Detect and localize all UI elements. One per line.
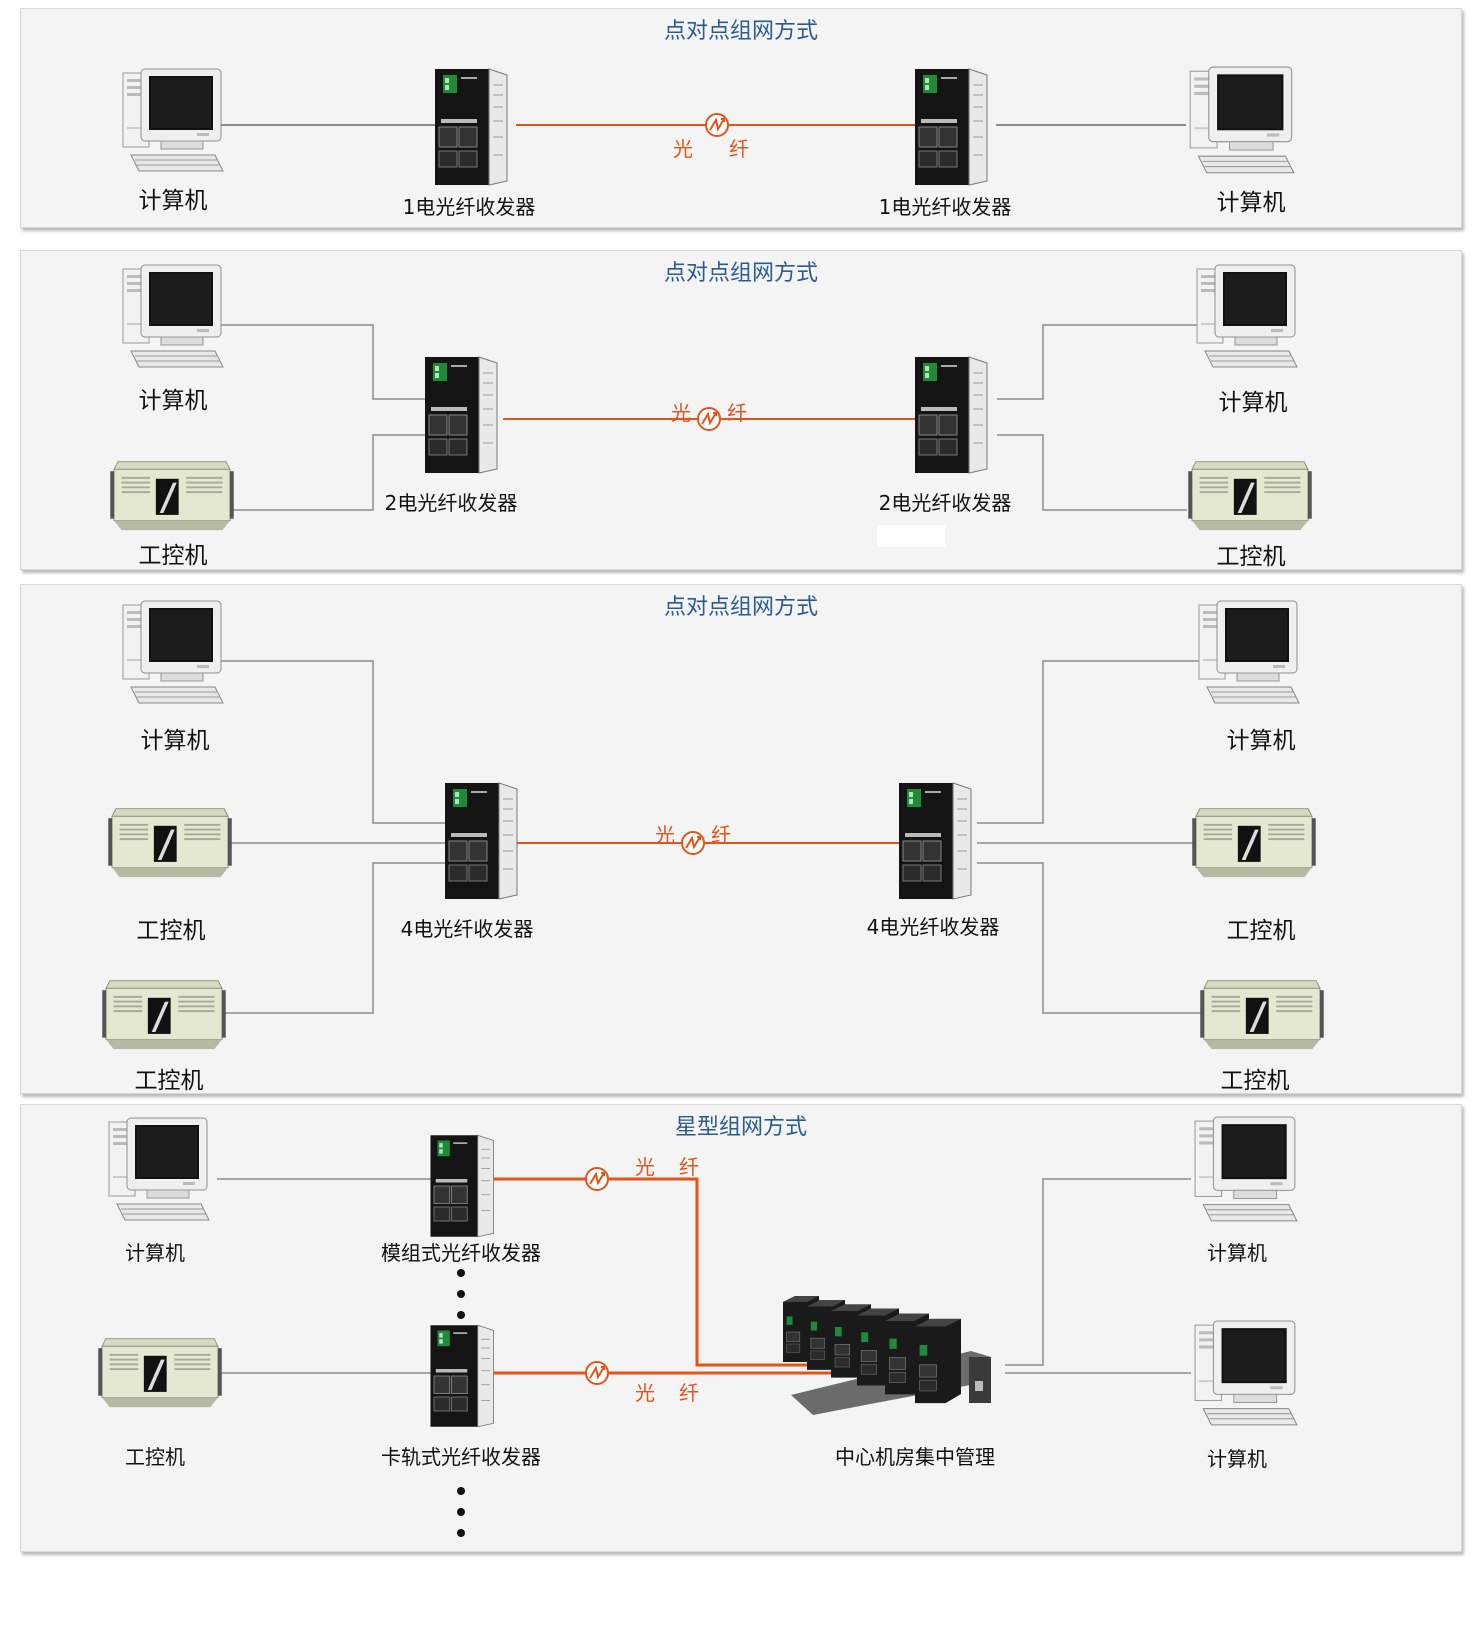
computer-icon xyxy=(119,599,229,709)
module-transceiver-label: 模组式光纤收发器 xyxy=(381,1241,541,1265)
panel-title: 星型组网方式 xyxy=(674,1115,807,1140)
fiber-label-left: 光 xyxy=(671,401,691,425)
right-pc-1-label: 计算机 xyxy=(1207,1241,1267,1265)
rack-chassis-icon xyxy=(783,1295,991,1415)
fiber-symbol-icon xyxy=(695,405,723,433)
computer-icon xyxy=(1193,263,1303,373)
left-ipc-label: 工控机 xyxy=(138,543,208,569)
left-transceiver-label: 1电光纤收发器 xyxy=(402,195,536,219)
left-pc-label: 计算机 xyxy=(138,388,208,414)
fiber-label-top-left: 光 xyxy=(635,1155,655,1179)
right-transceiver-label: 4电光纤收发器 xyxy=(866,915,1000,939)
computer-icon xyxy=(1183,65,1303,179)
left-transceiver-label: 2电光纤收发器 xyxy=(384,491,518,515)
industrial-pc-icon xyxy=(109,456,235,532)
fiber-transceiver-icon xyxy=(427,1133,497,1239)
fiber-transceiver-icon xyxy=(421,355,501,475)
industrial-pc-icon xyxy=(1187,456,1313,532)
computer-icon xyxy=(119,67,229,177)
blank-patch xyxy=(877,525,945,547)
fiber-label-right: 纤 xyxy=(727,401,747,425)
fiber-transceiver-icon xyxy=(431,67,511,187)
computer-icon xyxy=(119,263,229,373)
industrial-pc-icon xyxy=(107,803,233,879)
fiber-symbol-icon xyxy=(583,1165,611,1193)
industrial-pc-icon xyxy=(1191,803,1317,879)
fiber-symbol-icon xyxy=(583,1359,611,1387)
left-ipc-label: 工控机 xyxy=(125,1445,185,1469)
right-ipc-1-label: 工控机 xyxy=(1226,918,1296,944)
right-pc-2-label: 计算机 xyxy=(1207,1447,1267,1471)
panel-point-to-point-1: 点对点组网方式 计算机 1电光纤收发器 光 纤 1电光纤收发器 计算机 xyxy=(20,8,1462,228)
fiber-symbol-icon xyxy=(703,111,731,139)
computer-icon xyxy=(1189,1115,1305,1227)
computer-icon xyxy=(105,1115,215,1227)
right-pc-label: 计算机 xyxy=(1218,390,1288,416)
panel-star-topology: 星型组网方式 计算机 工控机 模组式光纤收发器 卡轨式光纤收发器 光 纤 光 纤… xyxy=(20,1104,1462,1552)
left-pc-label: 计算机 xyxy=(140,728,210,754)
fiber-label-top-right: 纤 xyxy=(679,1155,699,1179)
fiber-label-right: 纤 xyxy=(711,823,731,847)
right-transceiver-label: 2电光纤收发器 xyxy=(878,491,1012,515)
computer-icon xyxy=(1189,1319,1305,1431)
ellipsis-dots xyxy=(457,1269,465,1332)
fiber-transceiver-icon xyxy=(895,781,975,901)
fiber-transceiver-icon xyxy=(427,1323,497,1429)
industrial-pc-icon xyxy=(1199,975,1325,1051)
connection-lines xyxy=(217,324,1199,511)
left-transceiver-label: 4电光纤收发器 xyxy=(400,917,534,941)
right-transceiver-label: 1电光纤收发器 xyxy=(878,195,1012,219)
fiber-transceiver-icon xyxy=(441,781,521,901)
fiber-transceiver-icon xyxy=(911,355,991,475)
panel-title: 点对点组网方式 xyxy=(663,19,818,44)
connection-lines xyxy=(217,660,1201,1014)
left-ipc-1-label: 工控机 xyxy=(136,918,206,944)
fiber-symbol-icon xyxy=(679,829,707,857)
right-pc-label: 计算机 xyxy=(1216,190,1286,216)
fiber-label-left: 光 xyxy=(655,823,675,847)
panel-point-to-point-2: 点对点组网方式 计算机 工控机 2电光纤收发器 光 纤 2电光纤收发器 计算机 … xyxy=(20,250,1462,570)
fiber-label-bottom-right: 纤 xyxy=(679,1381,699,1405)
industrial-pc-icon xyxy=(97,1333,223,1409)
rail-transceiver-label: 卡轨式光纤收发器 xyxy=(381,1445,541,1469)
left-ipc-2-label: 工控机 xyxy=(134,1068,204,1094)
fiber-transceiver-icon xyxy=(911,67,991,187)
ellipsis-dots xyxy=(457,1487,465,1550)
industrial-pc-icon xyxy=(101,975,227,1051)
panel-point-to-point-3: 点对点组网方式 计算机 工控机 工控机 4电光纤收发器 光 纤 4电光纤收发器 … xyxy=(20,584,1462,1094)
right-ipc-label: 工控机 xyxy=(1216,544,1286,570)
panel-title: 点对点组网方式 xyxy=(663,261,818,286)
fiber-label-left: 光 xyxy=(673,137,693,161)
computer-icon xyxy=(1195,599,1305,709)
center-label: 中心机房集中管理 xyxy=(835,1445,995,1469)
fiber-label-bottom-left: 光 xyxy=(635,1381,655,1405)
right-pc-label: 计算机 xyxy=(1226,728,1296,754)
right-ipc-2-label: 工控机 xyxy=(1220,1068,1290,1094)
fiber-label-right: 纤 xyxy=(729,137,749,161)
left-pc-label: 计算机 xyxy=(125,1241,185,1265)
panel-title: 点对点组网方式 xyxy=(663,595,818,620)
left-pc-label: 计算机 xyxy=(138,188,208,214)
